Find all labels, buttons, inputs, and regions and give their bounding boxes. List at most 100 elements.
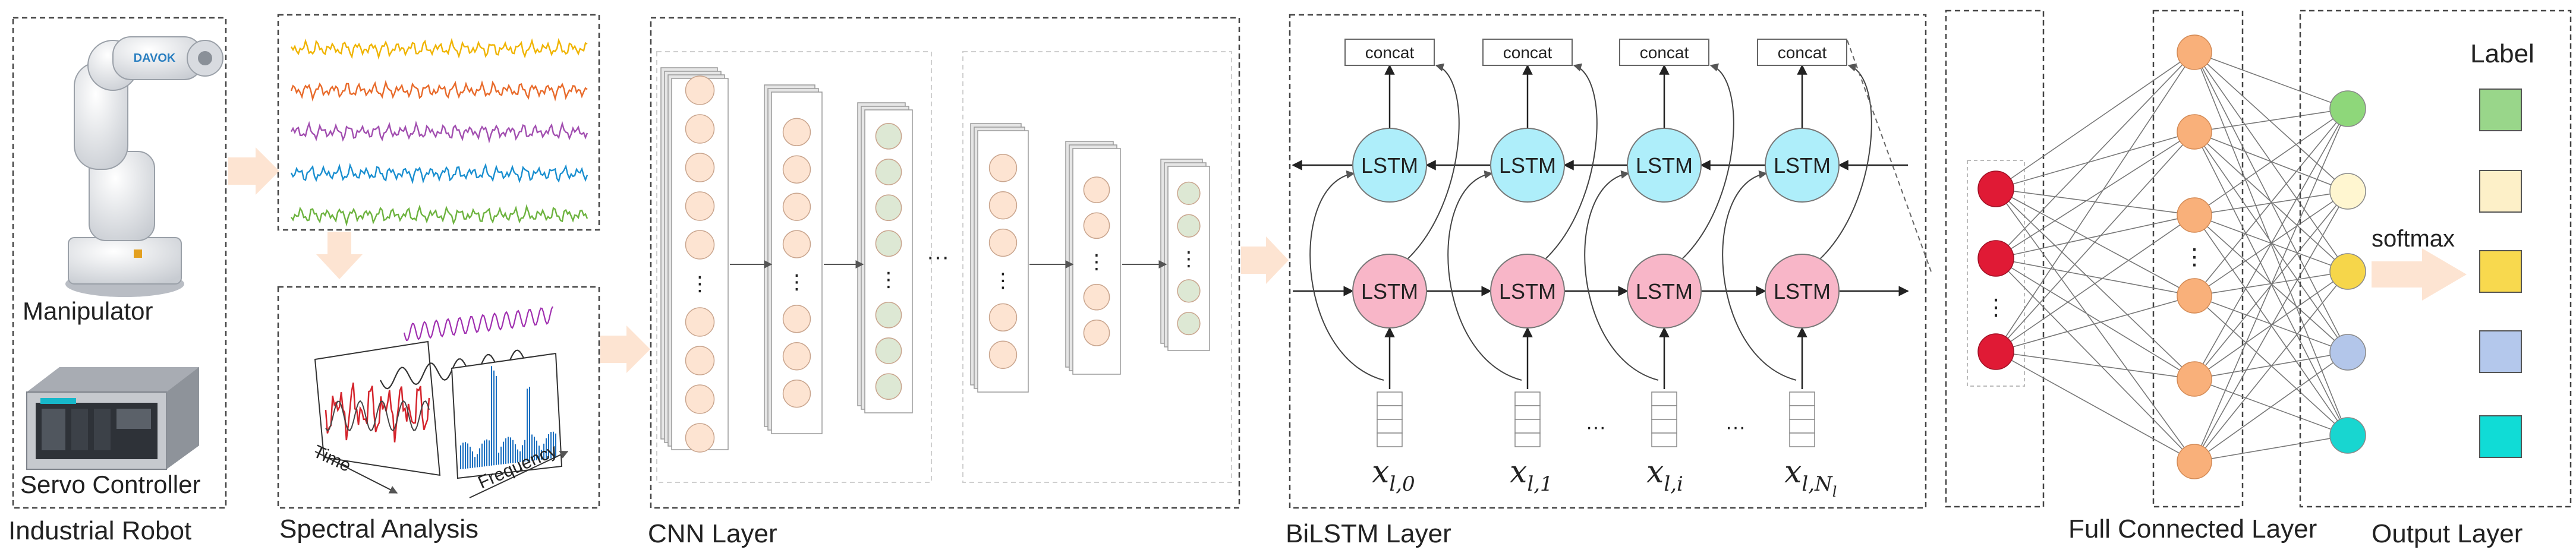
feature-map-dots: ⋮ (1179, 248, 1199, 270)
concat-label: concat (1778, 43, 1827, 62)
manipulator-illustration: DAVOK (65, 36, 223, 297)
input-sequence-label: xl,Nl (1784, 454, 1837, 500)
feature-map-dots: ⋮ (993, 269, 1013, 292)
input-sequence-label: xl,1 (1510, 454, 1553, 496)
fc-network: ⋮⋮ (1977, 34, 2366, 479)
output-node-1 (2329, 90, 2366, 127)
output-node-4 (2329, 334, 2366, 371)
label-swatch-5 (2479, 415, 2522, 458)
signal-trace-1 (290, 37, 588, 60)
forward-to-concat-link (1819, 63, 1872, 260)
input-vector-cell (1377, 432, 1403, 447)
fc-input-frame (1945, 10, 2045, 508)
cnn-layer-section: ⋮⋮⋮⋮⋮⋮ ··· CNN Layer (648, 17, 1240, 548)
feature-map-dots: ⋮ (1087, 251, 1107, 273)
output-node-2 (2329, 173, 2366, 210)
label-swatch-1 (2479, 89, 2522, 131)
signal-trace-2 (290, 80, 588, 102)
output-node-5 (2329, 417, 2366, 454)
bilstm-cells: concatLSTMLSTMxl,0concatLSTMLSTMxl,1conc… (1292, 39, 1909, 500)
spectral-analysis-section: Time Frequency Spectral Analysis (277, 14, 600, 544)
frequency-axis-arrow (469, 451, 569, 498)
output-labels (2479, 89, 2522, 458)
feature-node (1083, 176, 1110, 203)
fc-hidden-node (2177, 34, 2212, 70)
feature-node (685, 423, 715, 453)
softmax-label: softmax (2372, 226, 2455, 252)
feature-map-stack-2: ⋮ (764, 84, 823, 434)
input-vector-cell (1377, 405, 1403, 420)
input-vector-cell (1514, 405, 1541, 420)
full-connected-section: ⋮⋮ Full Connected Layer (1945, 10, 2366, 544)
time-domain-wave (325, 382, 430, 443)
input-vector-cell (1514, 419, 1541, 434)
input-sequence-label: xl,i (1646, 454, 1683, 496)
fc-connections (1995, 52, 2348, 462)
feature-map-stack-3: ⋮ (857, 102, 913, 413)
frequency-spectrum (460, 366, 556, 469)
feature-node (875, 122, 902, 150)
spectrum-frame (277, 286, 600, 509)
forward-lstm-cell (1490, 254, 1565, 328)
output-layer-title: Output Layer (2372, 519, 2523, 548)
feature-node (782, 230, 811, 258)
concat-box (1482, 39, 1573, 66)
output-frame (2299, 10, 2572, 508)
time-domain-wave-secondary (325, 400, 430, 432)
feature-node (782, 305, 811, 333)
lstm-label: LSTM (1774, 153, 1831, 178)
industrial-robot-title: Industrial Robot (8, 516, 191, 545)
input-to-backward-link (1447, 170, 1522, 381)
feature-node (685, 75, 715, 105)
concat-box (1619, 39, 1709, 66)
feature-node (1083, 283, 1110, 311)
feature-map-dots: ⋮ (787, 271, 807, 293)
input-vector-cell (1789, 405, 1815, 420)
forward-lstm-cell (1352, 254, 1427, 328)
feature-node (685, 307, 715, 337)
fc-hidden-node (2177, 197, 2212, 233)
input-to-backward-link (1722, 170, 1797, 381)
time-axis-arrow (314, 451, 398, 494)
feature-node (988, 191, 1018, 220)
lstm-label: LSTM (1499, 279, 1556, 304)
lstm-label: LSTM (1361, 153, 1418, 178)
feature-node (685, 346, 715, 375)
robot-brand-text: DAVOK (134, 52, 176, 65)
output-node-3 (2329, 253, 2366, 290)
input-vector-cell (1377, 419, 1403, 434)
feature-node (685, 384, 715, 414)
signal-trace-5 (290, 204, 588, 227)
feature-node (782, 342, 811, 371)
servo-controller-illustration (26, 367, 199, 470)
feature-node (875, 301, 902, 328)
feature-node (1177, 214, 1201, 238)
concat-label: concat (1640, 43, 1689, 62)
input-vector-cell (1514, 432, 1541, 447)
flow-arrow-signals-to-spectrum (316, 232, 363, 279)
fc-hidden-dots: ⋮ (2183, 245, 2206, 270)
input-vector-cell (1651, 419, 1677, 434)
forward-to-concat-link (1407, 63, 1460, 260)
full-connected-layer-title: Full Connected Layer (2068, 514, 2317, 544)
fc-hidden-node (2177, 444, 2212, 479)
timestep-ellipsis: ··· (1586, 416, 1606, 438)
feature-node (782, 192, 811, 221)
forward-lstm-cell (1765, 254, 1840, 328)
robot-frame (12, 17, 227, 509)
concat-label: concat (1503, 43, 1552, 62)
feature-node (782, 379, 811, 408)
frequency-domain-panel (451, 352, 563, 479)
lstm-label: LSTM (1636, 153, 1693, 178)
flow-arrow-cnn-to-bilstm (1241, 236, 1289, 284)
spectral-analysis-title: Spectral Analysis (279, 514, 478, 544)
feature-node (1177, 181, 1201, 206)
fc-hidden-node (2177, 114, 2212, 150)
backward-lstm-cell (1627, 128, 1702, 203)
feature-node (988, 154, 1018, 182)
softmax-arrow (2372, 248, 2467, 301)
feature-node (988, 340, 1018, 369)
lstm-label: LSTM (1774, 279, 1831, 304)
